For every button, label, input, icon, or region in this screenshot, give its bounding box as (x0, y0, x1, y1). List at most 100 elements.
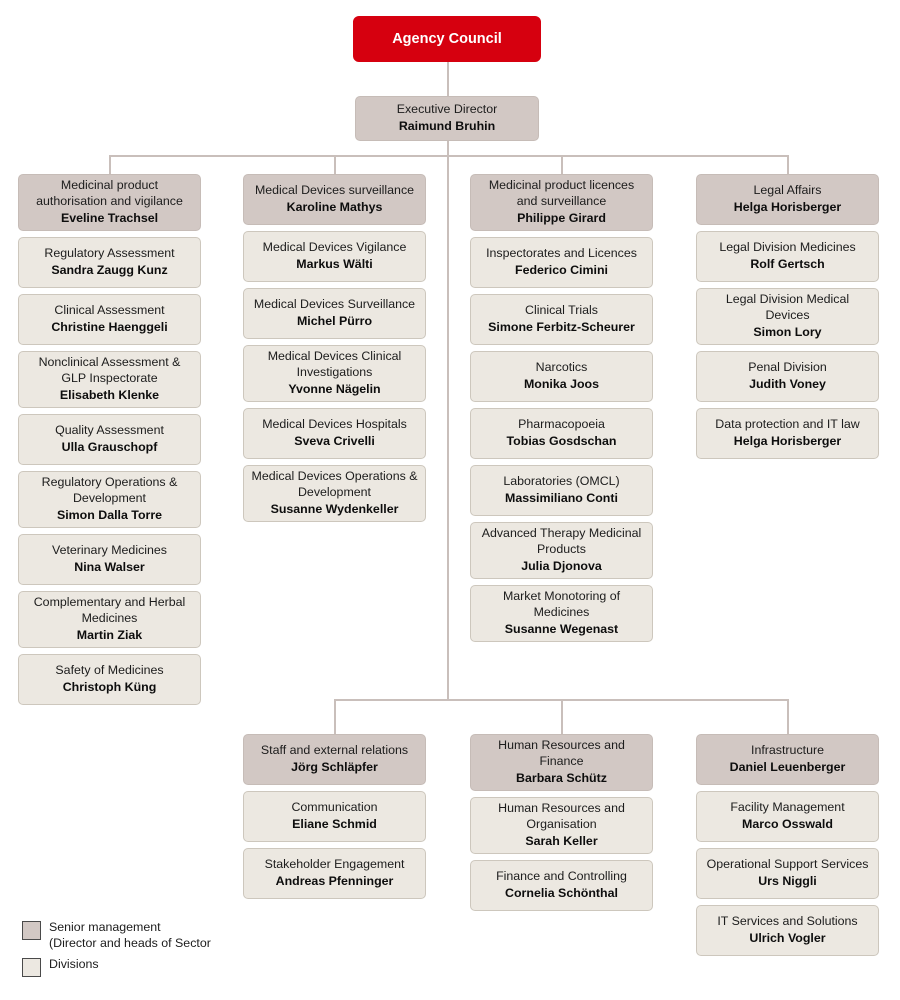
node-division-medicinal-product-licences-and-surveillance-4-unit: Laboratories (OMCL) (503, 474, 620, 489)
node-division-medical-devices-surveillance-4[interactable]: Medical Devices Operations & Development… (243, 465, 426, 522)
node-division-medicinal-product-licences-and-surveillance-2-unit: Narcotics (535, 360, 588, 375)
node-division-staff-and-external-relations-1-unit: Stakeholder Engagement (264, 857, 405, 872)
node-sector-infrastructure-person: Daniel Leuenberger (729, 760, 846, 774)
node-sector-medical-devices-surveillance-unit: Medical Devices surveillance (254, 183, 415, 198)
node-division-medical-devices-surveillance-2-unit: Medical Devices Clinical Investigations (267, 349, 402, 380)
node-division-medicinal-product-authorisation-and-vigilance-2[interactable]: Nonclinical Assessment & GLP Inspectorat… (18, 351, 201, 408)
node-division-medicinal-product-authorisation-and-vigilance-4-person: Simon Dalla Torre (56, 507, 163, 522)
node-sector-medicinal-product-licences-and-surveillance-person: Philippe Girard (517, 210, 606, 225)
node-sector-staff-and-external-relations-person: Jörg Schläpfer (291, 760, 378, 774)
node-sector-legal-affairs-unit: Legal Affairs (753, 183, 822, 198)
node-division-medicinal-product-authorisation-and-vigilance-0-person: Sandra Zaugg Kunz (51, 263, 168, 277)
node-division-medicinal-product-licences-and-surveillance-4[interactable]: Laboratories (OMCL) Massimiliano Conti (470, 465, 653, 516)
connector-vertical (786, 155, 789, 174)
node-sector-medicinal-product-licences-and-surveillance[interactable]: Medicinal product licences and surveilla… (470, 174, 653, 231)
node-sector-medicinal-product-authorisation-and-vigilance-person: Eveline Trachsel (60, 210, 159, 225)
node-division-medicinal-product-licences-and-surveillance-5-unit: Advanced Therapy Medicinal Products (481, 526, 642, 557)
node-division-legal-affairs-3-person: Helga Horisberger (733, 434, 842, 448)
connector-vertical (333, 155, 336, 174)
node-division-medicinal-product-authorisation-and-vigilance-2-unit: Nonclinical Assessment & GLP Inspectorat… (38, 355, 181, 386)
node-division-medicinal-product-authorisation-and-vigilance-6-person: Martin Ziak (76, 627, 143, 642)
legend-swatch-division (22, 957, 41, 977)
node-division-infrastructure-2-person: Ulrich Vogler (749, 931, 826, 945)
legend-label-senior: Senior management (Director and heads of… (49, 920, 211, 950)
node-division-medicinal-product-licences-and-surveillance-6-person: Susanne Wegenast (504, 621, 619, 636)
legend-swatch-senior (22, 921, 41, 940)
node-division-medicinal-product-licences-and-surveillance-0-person: Federico Cimini (515, 263, 608, 277)
node-division-staff-and-external-relations-1-person: Andreas Pfenninger (275, 874, 394, 888)
connector-vertical (333, 699, 336, 734)
node-division-medicinal-product-authorisation-and-vigilance-3-unit: Quality Assessment (55, 423, 164, 438)
node-division-medicinal-product-licences-and-surveillance-4-person: Massimiliano Conti (505, 491, 618, 505)
node-sector-medical-devices-surveillance-person: Karoline Mathys (286, 200, 383, 214)
node-division-medical-devices-surveillance-1-person: Michel Pürro (296, 314, 373, 328)
node-division-medicinal-product-licences-and-surveillance-3-person: Tobias Gosdschan (506, 434, 617, 448)
node-division-human-resources-and-finance-1-person: Cornelia Schönthal (505, 886, 618, 900)
node-division-legal-affairs-0-person: Rolf Gertsch (750, 257, 825, 271)
node-sector-medicinal-product-authorisation-and-vigilance-unit: Medicinal product authorisation and vigi… (36, 178, 183, 209)
node-executive-director-person: Raimund Bruhin (398, 119, 496, 133)
node-division-legal-affairs-1-unit: Legal Division Medical Devices (725, 292, 850, 323)
node-sector-medicinal-product-authorisation-and-vigilance[interactable]: Medicinal product authorisation and vigi… (18, 174, 201, 231)
node-division-medical-devices-surveillance-3-unit: Medical Devices Hospitals (262, 417, 407, 432)
node-division-medicinal-product-licences-and-surveillance-1-person: Simone Ferbitz-Scheurer (488, 320, 635, 334)
node-division-legal-affairs-1-person: Simon Lory (753, 324, 822, 339)
node-division-infrastructure-2-unit: IT Services and Solutions (717, 914, 858, 929)
node-division-medicinal-product-authorisation-and-vigilance-5-person: Nina Walser (74, 560, 145, 574)
node-division-medical-devices-surveillance-1-unit: Medical Devices Surveillance (253, 297, 416, 312)
node-division-human-resources-and-finance-1-unit: Finance and Controlling (496, 869, 627, 884)
node-agency-council[interactable]: Agency Council (353, 16, 541, 62)
node-division-medical-devices-surveillance-0-person: Markus Wälti (296, 257, 373, 271)
node-division-medicinal-product-authorisation-and-vigilance-3-person: Ulla Grauschopf (61, 440, 158, 454)
node-division-legal-affairs-2-unit: Penal Division (748, 360, 827, 375)
node-division-medicinal-product-authorisation-and-vigilance-5-unit: Veterinary Medicines (51, 543, 167, 558)
legend-row-senior: Senior management (Director and heads of… (22, 920, 211, 952)
node-division-medicinal-product-licences-and-surveillance-6-unit: Market Monotoring of Medicines (502, 589, 621, 620)
node-division-legal-affairs-3-unit: Data protection and IT law (715, 417, 860, 432)
connector-vertical (447, 62, 449, 96)
node-division-legal-affairs-0-unit: Legal Division Medicines (719, 240, 856, 255)
node-division-human-resources-and-finance-0-unit: Human Resources and Organisation (498, 801, 625, 832)
node-division-medicinal-product-licences-and-surveillance-3-unit: Pharmacopoeia (518, 417, 605, 432)
node-division-medical-devices-surveillance-4-person: Susanne Wydenkeller (270, 501, 399, 516)
node-division-infrastructure-1-unit: Operational Support Services (706, 857, 869, 872)
node-division-infrastructure-0-person: Marco Osswald (742, 817, 833, 831)
node-division-medical-devices-surveillance-0-unit: Medical Devices Vigilance (262, 240, 407, 255)
node-sector-human-resources-and-finance-person: Barbara Schütz (516, 770, 607, 785)
node-division-medicinal-product-licences-and-surveillance-1-unit: Clinical Trials (525, 303, 598, 318)
